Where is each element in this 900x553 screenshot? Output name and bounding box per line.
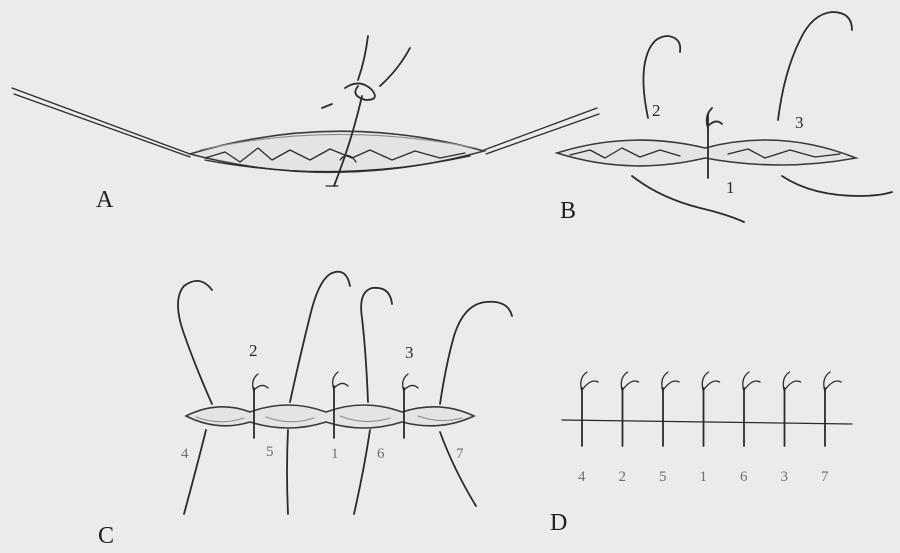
order-label-d-6: 6	[740, 469, 748, 485]
tied-suture-c-3	[403, 374, 418, 438]
panel-label-c: C	[98, 523, 114, 549]
suture-label-c-5: 5	[266, 444, 274, 460]
suture-b-1	[707, 108, 722, 178]
suture-label-c-4: 4	[181, 446, 189, 462]
tied-suture-row	[581, 372, 841, 446]
panel-a: A	[12, 36, 599, 213]
tied-suture-d-6	[743, 372, 760, 446]
panel-b: 2 3 1 B	[557, 12, 892, 224]
suture-label-c-7: 7	[456, 446, 464, 462]
tied-suture-d-7	[824, 372, 841, 446]
closed-incision-line	[562, 420, 852, 424]
suture-b-3	[778, 12, 892, 196]
wound-a	[190, 131, 484, 172]
suture-label-b-3: 3	[795, 113, 804, 132]
order-label-d-1: 1	[700, 469, 708, 485]
suture-label-c-6: 6	[377, 446, 385, 462]
panel-label-d: D	[550, 510, 567, 536]
loose-suture-c-7	[440, 302, 512, 506]
suture-label-b-2: 2	[652, 101, 661, 120]
loose-suture-c-5	[287, 272, 350, 514]
panel-label-b: B	[560, 198, 576, 224]
panel-d: 4 2 5 1 6 3 7 D	[550, 372, 852, 536]
suture-label-b-1: 1	[726, 178, 735, 197]
wound-b	[557, 140, 856, 166]
suture-label-c-2: 2	[249, 341, 258, 360]
retractor-left	[12, 88, 190, 157]
order-label-d-4: 4	[578, 469, 586, 485]
suture-label-c-3: 3	[405, 343, 414, 362]
order-label-d-2: 2	[619, 469, 627, 485]
order-label-d-3: 3	[781, 469, 789, 485]
wound-c	[186, 405, 474, 428]
panel-c: 2 3 4 5 1 6 7 C	[98, 272, 512, 549]
loose-suture-c-4	[178, 281, 212, 514]
order-label-d-5: 5	[659, 469, 667, 485]
tied-suture-c-2	[253, 374, 268, 438]
suture-order-labels: 4 2 5 1 6 3 7	[578, 469, 829, 485]
panel-label-a: A	[96, 187, 114, 213]
suture-label-c-1: 1	[331, 446, 339, 462]
tied-suture-d-5	[662, 372, 679, 446]
tied-suture-c-1	[333, 372, 348, 438]
tied-suture-d-2	[621, 372, 638, 446]
loose-suture-c-6	[354, 288, 392, 514]
tied-suture-d-3	[783, 372, 800, 446]
tied-suture-d-4	[581, 372, 598, 446]
tied-suture-d-1	[702, 372, 719, 446]
order-label-d-7: 7	[821, 469, 829, 485]
